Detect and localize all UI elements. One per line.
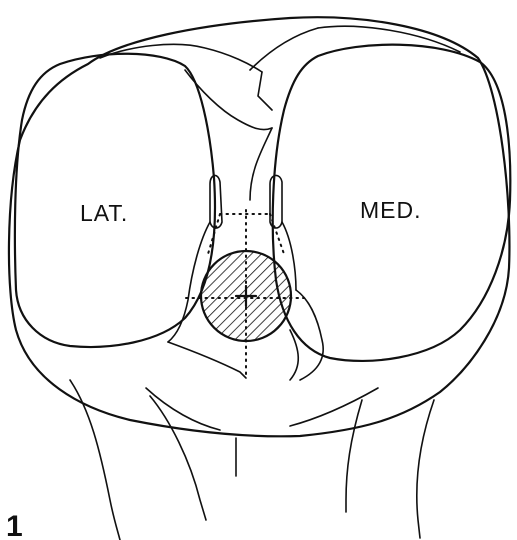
intercondylar-ridge-right <box>250 128 272 200</box>
shaft-right-outline <box>417 400 434 538</box>
intercondylar-ridge-left <box>185 70 272 130</box>
shaft-left-outline <box>70 380 120 540</box>
tibial-plateau-outline <box>9 17 510 436</box>
lateral-label: LAT. <box>80 200 128 226</box>
shaft-crest-left <box>146 388 220 430</box>
shaft-left-inner <box>150 396 206 520</box>
posterior-rim-fragment <box>250 28 318 110</box>
anterior-fragment-left <box>168 342 246 378</box>
shaft-right-inner <box>346 400 362 512</box>
anterior-fragment-right <box>296 290 323 380</box>
posterior-rim <box>100 44 262 72</box>
figure-number: 1 <box>6 510 23 540</box>
anterior-fragment-mid <box>290 330 298 380</box>
shaft-crest-right <box>290 388 378 426</box>
medial-label: MED. <box>360 197 422 223</box>
